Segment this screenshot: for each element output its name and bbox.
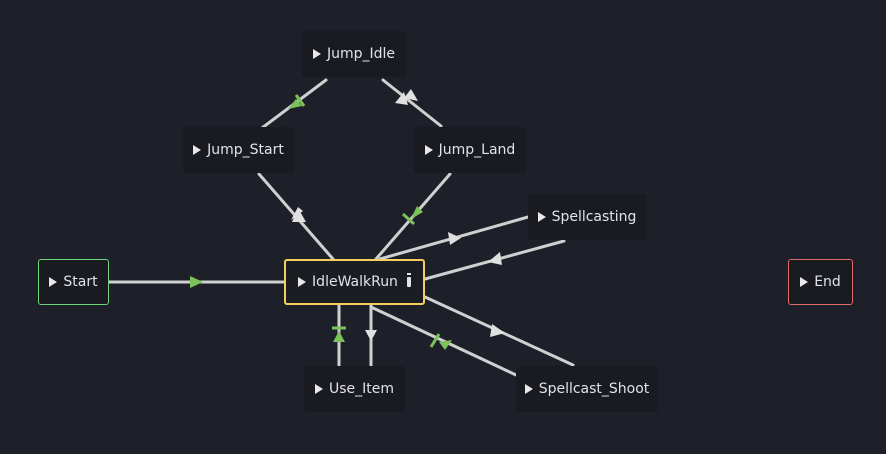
arrow-auto-icon	[333, 331, 345, 342]
transition-spellcastshoot-idlewalkrun[interactable]	[369, 305, 518, 377]
arrow-bar-icon	[294, 94, 306, 107]
state-label: Jump_Start	[207, 142, 284, 158]
state-start[interactable]: Start	[38, 259, 109, 305]
state-label: Spellcasting	[551, 209, 637, 225]
play-icon[interactable]	[800, 277, 809, 287]
arrow-auto-icon	[439, 340, 452, 350]
arrow-icon	[488, 252, 502, 265]
play-icon[interactable]	[312, 49, 321, 59]
transition-jumpidle-jumpland[interactable]	[381, 78, 443, 128]
arrow-icon	[365, 330, 377, 341]
state-idlewalkrun[interactable]: IdleWalkRun	[284, 259, 425, 305]
state-label: End	[814, 274, 841, 290]
state-jump-land[interactable]: Jump_Land	[414, 127, 526, 173]
state-label: Jump_Land	[438, 142, 516, 158]
play-icon[interactable]	[424, 145, 433, 155]
play-icon[interactable]	[537, 212, 546, 222]
edit-icon[interactable]	[406, 273, 411, 287]
arrow-icon	[448, 232, 461, 245]
play-icon[interactable]	[524, 384, 533, 394]
arrow-icon	[490, 324, 505, 337]
state-label: Use_Item	[328, 381, 395, 397]
arrow-auto-icon	[190, 276, 203, 288]
state-label: Spellcast_Shoot	[538, 381, 650, 397]
state-spellcasting[interactable]: Spellcasting	[528, 194, 646, 240]
state-use-item[interactable]: Use_Item	[304, 366, 405, 412]
play-icon[interactable]	[298, 277, 307, 287]
arrow-bar-icon	[401, 212, 416, 226]
play-icon[interactable]	[49, 277, 58, 287]
arrow-icon	[292, 208, 306, 222]
state-label: Jump_Idle	[326, 46, 396, 62]
arrow-auto-icon	[288, 99, 302, 109]
arrow-icon	[395, 92, 408, 105]
state-label: Start	[63, 274, 98, 290]
state-spellcast-shoot[interactable]: Spellcast_Shoot	[516, 366, 658, 412]
state-label: IdleWalkRun	[312, 274, 398, 290]
arrow-auto-icon	[411, 206, 423, 219]
state-jump-idle[interactable]: Jump_Idle	[302, 31, 406, 77]
arrow-icon	[404, 89, 418, 101]
play-icon[interactable]	[314, 384, 323, 394]
play-icon[interactable]	[193, 145, 202, 155]
state-end[interactable]: End	[788, 259, 853, 305]
state-jump-start[interactable]: Jump_Start	[183, 127, 294, 173]
arrow-bar-icon	[429, 333, 441, 348]
